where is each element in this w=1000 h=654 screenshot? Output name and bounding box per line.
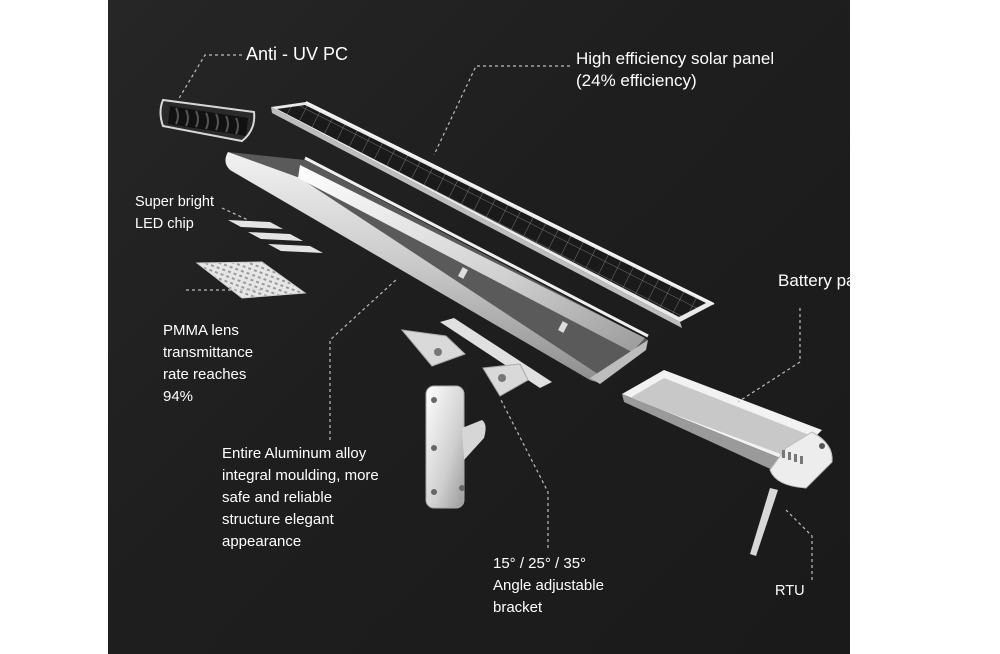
led-chip-label-line-1: Super bright: [135, 194, 214, 210]
aluminum-alloy-label: Entire Aluminum alloy integral moulding,…: [222, 443, 379, 553]
aluminum-label-line-1: Entire Aluminum alloy: [222, 445, 367, 462]
rtu-label: RTU: [775, 583, 805, 599]
battery-pack-label: Battery pack: [778, 271, 873, 290]
pmma-label-line-4: 94%: [163, 388, 194, 405]
anti-uv-pc-cover: [159, 98, 256, 143]
pmma-label-line-3: rate reaches: [163, 366, 247, 383]
led-chip-label-line-2: LED chip: [135, 216, 194, 232]
solar-panel-label-line-2: (24% efficiency): [576, 71, 697, 90]
pmma-label-line-2: transmittance: [163, 344, 254, 361]
solar-panel-label-line-1: High efficiency solar panel: [576, 49, 775, 68]
pmma-lens-array: [195, 261, 307, 299]
aluminum-label-line-4: structure elegant: [222, 511, 334, 528]
aluminum-label-line-3: safe and reliable: [222, 489, 333, 506]
aluminum-label-line-2: integral moulding, more: [222, 467, 379, 484]
bracket-label-line-1: 15° / 25° / 35°: [493, 555, 587, 572]
anti-uv-pc-label: Anti - UV PC: [246, 44, 349, 64]
aluminum-label-line-5: appearance: [222, 533, 302, 550]
led-chip-label: Super bright LED chip: [135, 191, 214, 235]
bracket-label: 15° / 25° / 35° Angle adjustable bracket: [493, 553, 604, 619]
battery-pack: [622, 370, 833, 489]
rtu-antenna: [750, 488, 778, 556]
product-illustration: [108, 0, 850, 654]
angle-bracket: [400, 318, 552, 509]
leader-lines: [177, 54, 813, 580]
bracket-label-line-3: bracket: [493, 599, 543, 616]
pmma-label-line-1: PMMA lens: [163, 322, 239, 339]
bracket-label-line-2: Angle adjustable: [493, 577, 604, 594]
solar-panel-label: High efficiency solar panel (24% efficie…: [576, 48, 774, 92]
exploded-view-drawing: [159, 54, 833, 580]
solar-panel: [271, 101, 715, 328]
pmma-lens-label: PMMA lens transmittance rate reaches 94%: [163, 320, 253, 408]
led-chip-strips: [228, 220, 323, 253]
aluminum-housing: [225, 152, 649, 384]
